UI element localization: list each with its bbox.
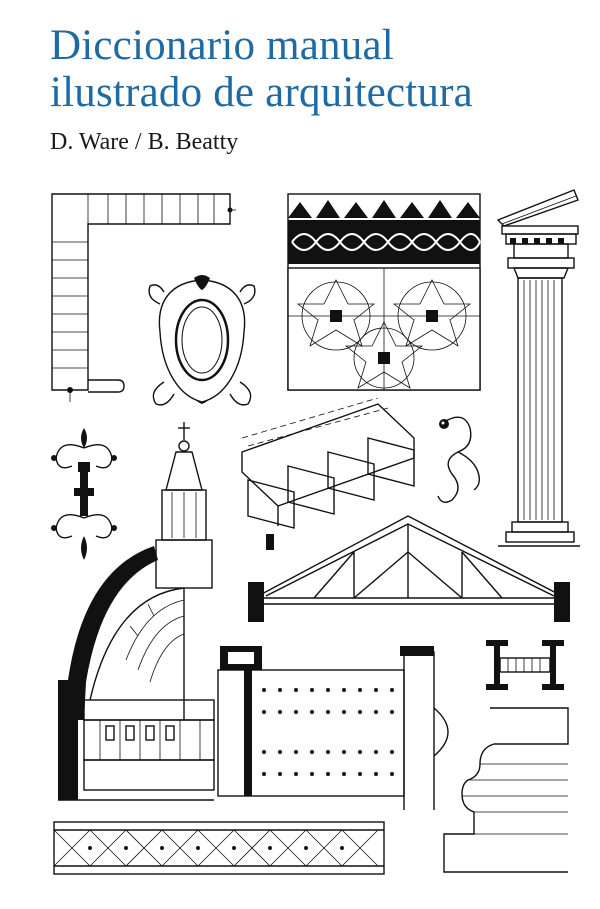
dome-section-illustration [58, 422, 215, 801]
roof-truss-illustration [248, 515, 570, 622]
ornamental-hinge-illustration [51, 428, 117, 560]
book-authors: D. Ware / B. Beatty [50, 129, 239, 155]
staircase-plan-illustration [51, 193, 236, 402]
cartouche-illustration [148, 275, 256, 406]
moulded-base-illustration [443, 707, 569, 873]
basilica-plan-illustration [217, 646, 449, 810]
geometric-pattern-illustration [287, 193, 481, 391]
steel-beam-joint-illustration [486, 640, 564, 690]
timber-joists-illustration [241, 398, 415, 550]
book-title: Diccionario manual ilustrado de arquitec… [50, 22, 473, 116]
title-line-2: ilustrado de arquitectura [50, 69, 473, 116]
serpent-ornament-illustration [437, 416, 481, 503]
classical-column-illustration [496, 189, 580, 547]
lattice-girder-illustration [53, 821, 385, 875]
title-line-1: Diccionario manual [50, 22, 394, 69]
